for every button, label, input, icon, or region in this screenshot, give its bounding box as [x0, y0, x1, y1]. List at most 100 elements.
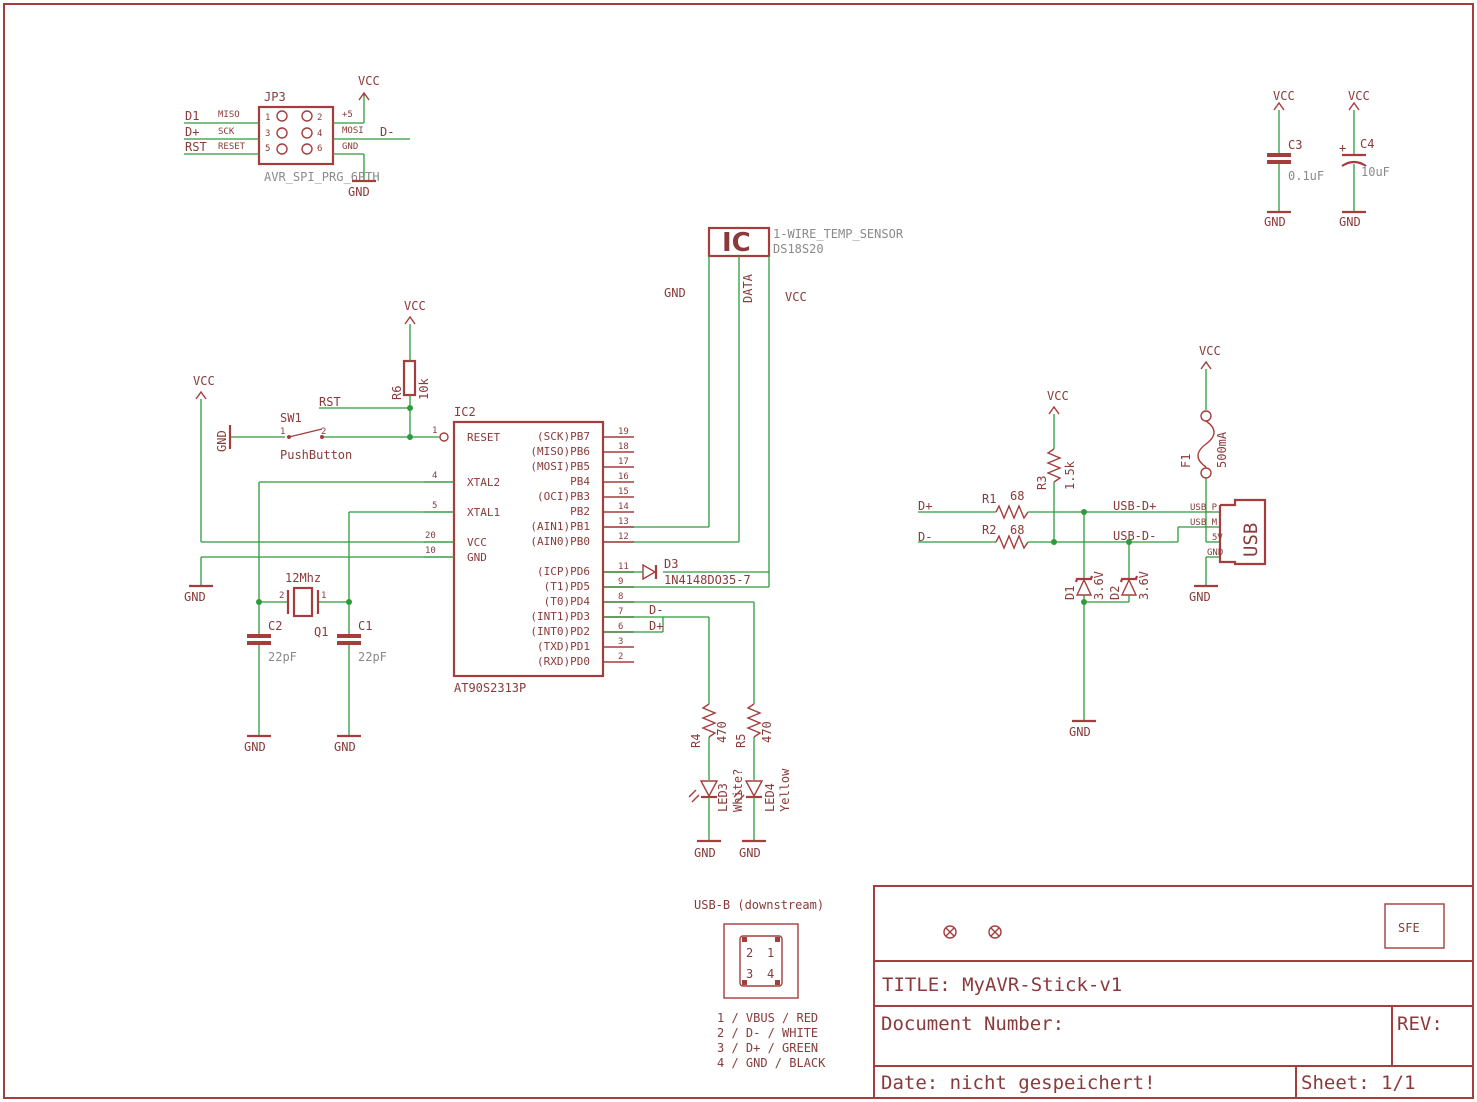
- gnd-symbol: GND: [215, 425, 232, 452]
- gnd-symbol: GND: [1339, 210, 1366, 229]
- svg-text:470: 470: [760, 721, 774, 743]
- ic2-pin-label: (AIN0)PB0: [530, 535, 590, 548]
- svg-text:2: 2: [279, 591, 284, 601]
- gnd-symbol: GND: [184, 584, 213, 604]
- ic2-pin-number: 3: [618, 637, 623, 647]
- svg-text:GND: GND: [215, 430, 229, 452]
- ic2-pin-label: (MISO)PB6: [530, 445, 590, 458]
- svg-text:LED4: LED4: [763, 783, 777, 812]
- gnd-symbol: GND: [1189, 584, 1218, 604]
- svg-text:GND: GND: [184, 590, 206, 604]
- svg-text:1-WIRE_TEMP_SENSOR: 1-WIRE_TEMP_SENSOR: [773, 227, 904, 241]
- svg-text:VCC: VCC: [358, 74, 380, 88]
- svg-text:C2: C2: [268, 619, 282, 633]
- ic2-pin-number: 14: [618, 502, 629, 512]
- vcc-symbol: VCC: [1348, 89, 1370, 111]
- zener-d2: D2 3.6V: [1108, 571, 1151, 600]
- ic2-pin-number: 12: [618, 532, 629, 542]
- svg-text:1.5k: 1.5k: [1063, 460, 1077, 490]
- svg-text:USB_P: USB_P: [1190, 503, 1218, 513]
- svg-text:4: 4: [767, 967, 774, 981]
- capacitor-c2: C2 22pF: [247, 619, 297, 736]
- svg-text:C4: C4: [1360, 137, 1374, 151]
- svg-text:3.6V: 3.6V: [1137, 571, 1151, 600]
- sheet-number: Sheet: 1/1: [1301, 1072, 1415, 1094]
- svg-text:VCC: VCC: [404, 299, 426, 313]
- svg-text:GND: GND: [1207, 548, 1223, 558]
- jp3-connector: JP3 AVR_SPI_PRG_6PTH 1 3 5 2 4 6 MISO SC…: [218, 90, 380, 184]
- ic2-pin-number: 1: [432, 426, 437, 436]
- resistor-r2: R2 68: [982, 523, 1029, 550]
- ic2-pin-number: 2: [618, 652, 623, 662]
- svg-text:LED3: LED3: [716, 783, 730, 812]
- svg-text:R3: R3: [1035, 476, 1049, 490]
- jp3-pin3: 3: [265, 129, 270, 139]
- vcc-symbol: VCC: [1273, 89, 1295, 111]
- svg-text:2: 2: [321, 427, 326, 437]
- svg-text:R1: R1: [982, 492, 996, 506]
- fuse-f1: F1 500mA: [1179, 410, 1229, 479]
- net-dminus-usb: D-: [918, 530, 932, 544]
- svg-text:+: +: [1339, 141, 1346, 155]
- ic2-pin-number: 16: [618, 472, 629, 482]
- net-usb-dplus: USB-D+: [1113, 499, 1156, 513]
- ic2-pin-number: 8: [618, 592, 623, 602]
- diode-d3: D3 1N4148DO35-7: [604, 557, 751, 587]
- jp3-pin2: 2: [317, 113, 322, 123]
- led-led3: LED3 White?: [688, 769, 745, 812]
- ic2-pin-label: VCC: [467, 536, 487, 549]
- svg-text:GND: GND: [739, 846, 761, 860]
- svg-text:10uF: 10uF: [1361, 165, 1390, 179]
- sheet-marker-icon: [988, 925, 1002, 939]
- ic2-pin-number: 15: [618, 487, 629, 497]
- gnd-symbol: GND: [739, 839, 766, 860]
- ic2-pin-number: 4: [432, 471, 437, 481]
- ic2-pin-label: (RXD)PD0: [537, 655, 590, 668]
- svg-text:GND: GND: [694, 846, 716, 860]
- svg-text:D3: D3: [664, 557, 678, 571]
- jp3-label-miso: MISO: [218, 110, 240, 120]
- svg-text:68: 68: [1010, 489, 1024, 503]
- resistor-r4: R4 470: [689, 703, 729, 748]
- ic2-pin-label: (TXD)PD1: [537, 640, 590, 653]
- svg-text:R6: R6: [390, 386, 404, 400]
- ic2-pin-label: (INT1)PD3: [530, 610, 590, 623]
- document-number: Document Number:: [881, 1013, 1064, 1035]
- svg-text:D2: D2: [1108, 586, 1122, 600]
- vcc-symbol: VCC: [1199, 344, 1221, 370]
- resistor-r3: R3 1.5k: [1035, 448, 1077, 490]
- ic2-pin-number: 10: [425, 546, 436, 556]
- svg-text:C1: C1: [358, 619, 372, 633]
- gnd-symbol: GND: [1069, 719, 1096, 739]
- title-block: SFE TITLE: MyAVR-Stick-v1 Document Numbe…: [873, 885, 1474, 1099]
- net-dplus-ic2: D+: [649, 619, 663, 633]
- svg-text:GND: GND: [664, 286, 686, 300]
- ic2-pin-number: 5: [432, 501, 437, 511]
- ic2-pin-label: RESET: [467, 431, 500, 444]
- svg-text:470: 470: [715, 721, 729, 743]
- vcc-symbol: VCC: [358, 74, 380, 101]
- svg-text:3: 3: [746, 967, 753, 981]
- svg-text:22pF: 22pF: [358, 650, 387, 664]
- svg-text:IC: IC: [722, 228, 751, 258]
- ic2-pin-label: (AIN1)PB1: [530, 520, 590, 533]
- jp3-pin4: 4: [317, 129, 322, 139]
- svg-text:USB_M: USB_M: [1190, 518, 1218, 528]
- net-rst-jp3: RST: [185, 140, 207, 154]
- svg-text:DATA: DATA: [741, 273, 755, 303]
- svg-text:GND: GND: [1189, 590, 1211, 604]
- ic2-pin-number: 20: [425, 531, 436, 541]
- net-dminus-jp3: D-: [380, 125, 394, 139]
- ic2-pin-number: 17: [618, 457, 629, 467]
- temperature-sensor-ic1: IC 1-WIRE_TEMP_SENSOR DS18S20 GND DATA V…: [664, 226, 904, 304]
- jp3-name: JP3: [264, 90, 286, 104]
- svg-text:AT90S2313P: AT90S2313P: [454, 681, 526, 695]
- svg-text:VCC: VCC: [1348, 89, 1370, 103]
- resistor-r5: R5 470: [734, 703, 774, 748]
- svg-text:10k: 10k: [417, 378, 431, 400]
- gnd-symbol: GND: [1264, 210, 1291, 229]
- svg-text:GND: GND: [334, 740, 356, 754]
- jp3-label-gnd: GND: [342, 142, 358, 152]
